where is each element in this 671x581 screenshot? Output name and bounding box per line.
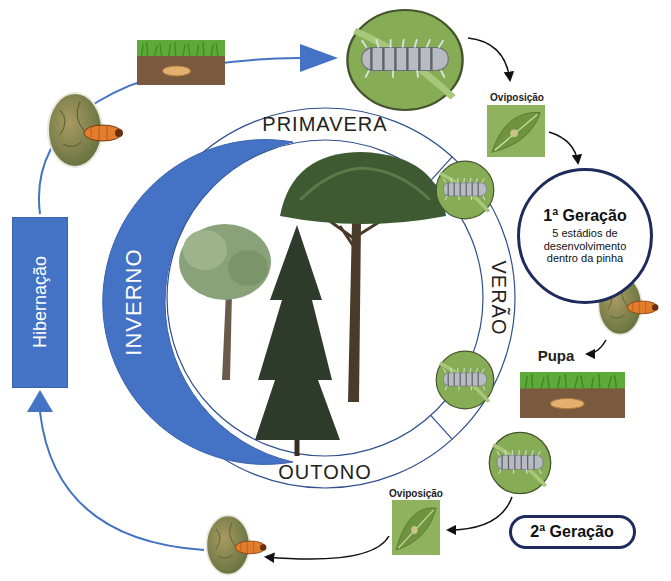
cycle-arrowhead [300, 44, 338, 72]
tree-trunk [222, 292, 232, 380]
larva-photo [48, 93, 123, 167]
cycle-arrowhead [27, 390, 53, 412]
hibernation-box: Hibernação [12, 217, 68, 388]
season-label: PRIMAVERA [262, 113, 387, 135]
step-label: Oviposição [490, 92, 544, 103]
generation-circle: 1ª Geração 5 estádios de desenvolvimento … [517, 168, 653, 304]
umbrella-pine-crown [280, 152, 446, 224]
season-label: OUTONO [278, 461, 371, 483]
node-title: 1ª Geração [543, 207, 626, 225]
node-body: 5 estádios de desenvolvimento dentro da … [536, 227, 634, 265]
tree-crown [228, 250, 268, 286]
oviposition-photo [392, 500, 440, 555]
generation-box: 2ª Geração [509, 515, 636, 549]
node-title: 2ª Geração [530, 523, 613, 541]
pupa-photo [520, 372, 625, 418]
step-label: Oviposição [389, 488, 443, 499]
stage-label: Pupa [538, 348, 575, 365]
moth-photo [436, 161, 494, 219]
winter-band: INVERNO [103, 142, 293, 462]
moth-photo [489, 432, 550, 493]
season-divider [431, 415, 452, 439]
node-title: INVERNO [121, 248, 147, 355]
tree-crown [179, 224, 271, 300]
tree-trunk [295, 438, 300, 456]
moth-photo [347, 10, 462, 110]
moth-photo [436, 351, 494, 409]
pupa-photo [137, 40, 225, 85]
step-arrow [468, 38, 510, 80]
season-label: VERÃO [488, 260, 510, 335]
step-arrow [587, 340, 606, 354]
node-title: Hibernação [30, 256, 51, 348]
conifer [255, 225, 340, 440]
tree-crown [183, 230, 227, 270]
step-arrow [266, 536, 389, 559]
winter-crescent-shape [103, 140, 293, 465]
step-arrow [549, 132, 578, 163]
season-ring-inner [167, 140, 483, 456]
step-arrow [448, 497, 512, 530]
oviposition-photo [487, 105, 545, 157]
crown-highlight [300, 168, 430, 200]
larva-photo [206, 515, 266, 574]
